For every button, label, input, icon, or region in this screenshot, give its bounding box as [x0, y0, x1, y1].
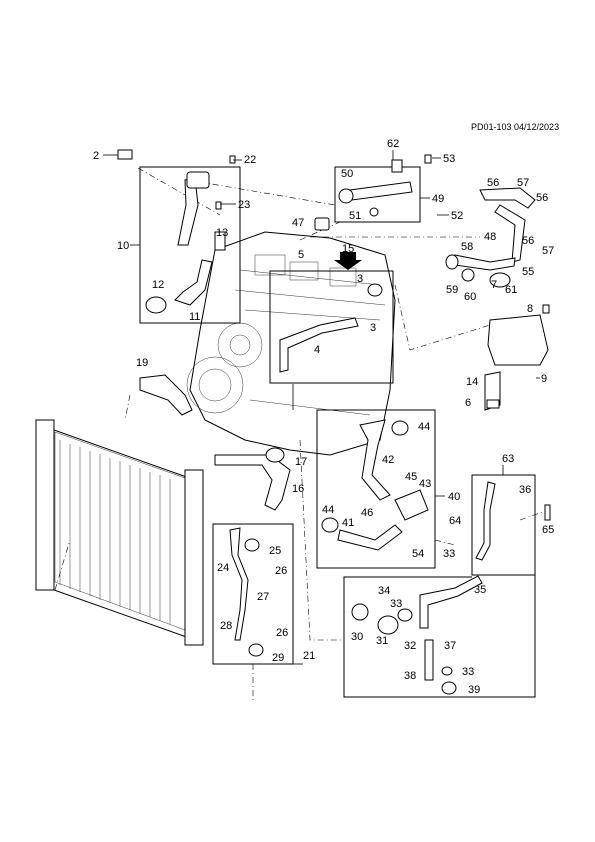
callout-39: 39 [468, 684, 480, 696]
callout-leaders [103, 150, 540, 665]
small-fittings [117, 149, 500, 409]
callout-31: 31 [376, 635, 388, 647]
upper-radiator-hose-assembly [145, 171, 226, 314]
callout-4: 4 [314, 344, 320, 356]
callout-14: 14 [466, 376, 478, 388]
group-box-15 [269, 270, 394, 384]
callout-12: 12 [152, 279, 164, 291]
callout-3-a: 3 [357, 273, 363, 285]
callout-labels: 2 22 23 10 13 12 11 62 53 50 49 51 52 56… [93, 138, 554, 696]
callout-47: 47 [292, 217, 304, 229]
callout-42: 42 [382, 454, 394, 466]
callout-33-c: 33 [462, 666, 474, 678]
callout-21: 21 [303, 650, 315, 662]
callout-53: 53 [443, 153, 455, 165]
callout-54: 54 [412, 548, 424, 560]
callout-57-b: 57 [542, 245, 554, 257]
radiator-outlet-hose [214, 447, 291, 511]
callout-33-b: 33 [390, 598, 402, 610]
callout-49: 49 [432, 193, 444, 205]
callout-7: 7 [491, 279, 497, 291]
callout-6: 6 [465, 397, 471, 409]
leader-lines [54, 167, 549, 700]
callout-10: 10 [117, 240, 129, 252]
callout-65: 65 [542, 524, 554, 536]
callout-33-a: 33 [443, 548, 455, 560]
callout-59: 59 [446, 284, 458, 296]
callout-56-b: 56 [536, 192, 548, 204]
callout-56-c: 56 [522, 235, 534, 247]
callout-50: 50 [341, 168, 353, 180]
diagram-reference: PD01-103 04/12/2023 [471, 122, 559, 132]
callout-25: 25 [269, 545, 281, 557]
callout-60: 60 [464, 291, 476, 303]
callout-57-a: 57 [517, 177, 529, 189]
callout-24: 24 [217, 562, 229, 574]
heater-hose-assembly-40 [321, 419, 429, 551]
callout-8: 8 [527, 303, 533, 315]
callout-15: 15 [342, 243, 354, 255]
callout-58: 58 [461, 241, 473, 253]
callout-2: 2 [93, 150, 99, 162]
group-box-49 [334, 166, 421, 223]
callout-30: 30 [351, 631, 363, 643]
callout-45: 45 [405, 471, 417, 483]
callout-36: 36 [519, 484, 531, 496]
callout-28: 28 [220, 620, 232, 632]
callout-5: 5 [298, 249, 304, 261]
callout-16: 16 [292, 483, 304, 495]
callout-9: 9 [541, 373, 547, 385]
callout-22: 22 [244, 154, 256, 166]
callout-62: 62 [387, 138, 399, 150]
callout-56-a: 56 [487, 177, 499, 189]
callout-63: 63 [502, 453, 514, 465]
heater-hose-assembly-35 [351, 575, 483, 695]
callout-26-b: 26 [276, 627, 288, 639]
callout-48: 48 [484, 231, 496, 243]
callout-46: 46 [361, 507, 373, 519]
lower-radiator-hose [139, 374, 193, 416]
heater-pipe-assembly-63 [475, 481, 551, 561]
callout-32: 32 [404, 640, 416, 652]
callout-19: 19 [136, 357, 148, 369]
callout-29: 29 [272, 652, 284, 664]
radiator-illustration [35, 419, 204, 646]
callout-27: 27 [257, 591, 269, 603]
callout-34: 34 [378, 585, 390, 597]
callout-40: 40 [448, 491, 460, 503]
callout-3-b: 3 [370, 322, 376, 334]
callout-52: 52 [451, 210, 463, 222]
callout-23: 23 [238, 199, 250, 211]
callout-64: 64 [449, 515, 461, 527]
callout-13: 13 [216, 227, 228, 239]
callout-44-a: 44 [418, 421, 430, 433]
callout-37: 37 [444, 640, 456, 652]
callout-38: 38 [404, 670, 416, 682]
callout-11: 11 [189, 311, 200, 323]
group-box-35 [343, 574, 536, 698]
callout-43: 43 [419, 478, 431, 490]
callout-61: 61 [505, 284, 517, 296]
callout-55: 55 [522, 266, 534, 278]
heater-hose-upper-right [424, 154, 536, 288]
group-box-40 [316, 409, 436, 569]
callout-44-b: 44 [322, 504, 334, 516]
callout-35: 35 [474, 584, 486, 596]
callout-41: 41 [342, 517, 354, 529]
callout-17: 17 [295, 456, 307, 468]
coolant-reservoir [484, 304, 550, 411]
heater-hose-assembly-21 [229, 527, 264, 657]
bypass-pipe-assembly [338, 159, 413, 217]
callout-51: 51 [349, 210, 361, 222]
coolant-pipe-assembly [279, 252, 383, 373]
callout-26-a: 26 [275, 565, 287, 577]
